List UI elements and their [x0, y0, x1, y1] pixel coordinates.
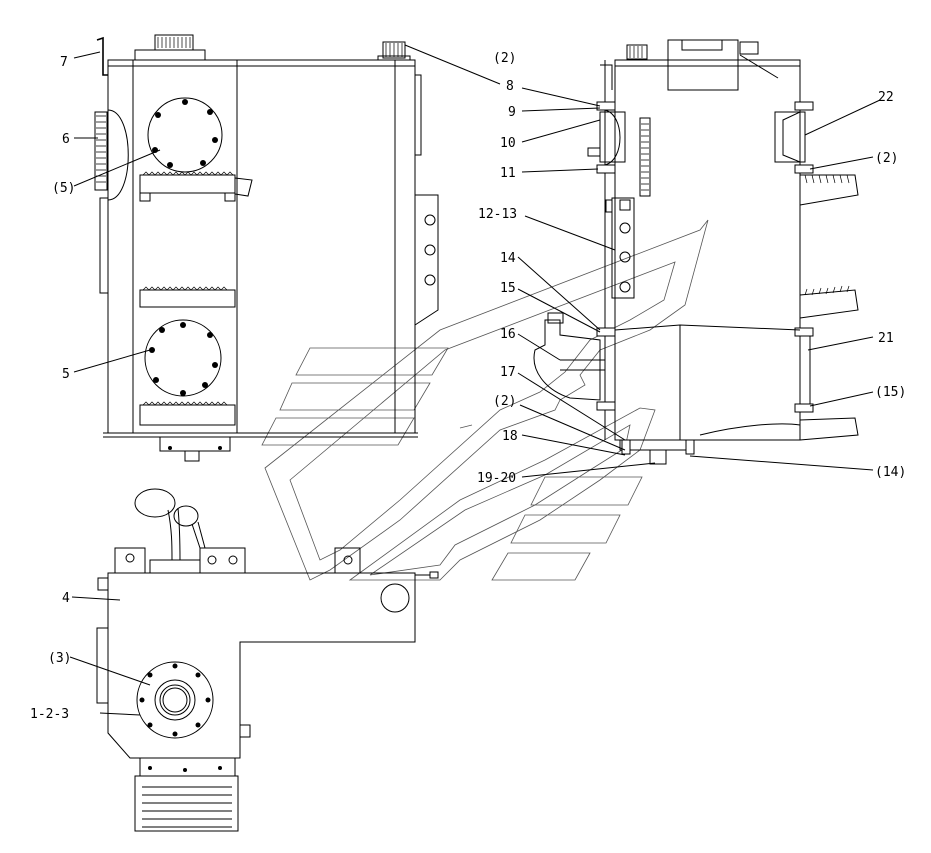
- label-2-ref-bottom: (2): [493, 394, 516, 409]
- label-2-ref-top: (2): [493, 51, 516, 66]
- label-6: 6: [62, 132, 70, 147]
- label-16: 16: [500, 327, 516, 342]
- label-7: 7: [60, 55, 68, 70]
- label-2-ref-right: (2): [875, 151, 898, 166]
- label-5: 5: [62, 367, 70, 382]
- label-11: 11: [500, 166, 516, 181]
- label-12-13: 12-13: [478, 207, 517, 222]
- label-14-ref: (14): [875, 465, 906, 480]
- callout-labels: 7 6 (5) 5 8 4 (3) 1-2-3 (2) 9 10 11 12-1…: [30, 51, 906, 722]
- label-3-ref: (3): [48, 651, 71, 666]
- label-5-ref: (5): [52, 181, 75, 196]
- label-8: 8: [506, 79, 514, 94]
- label-15-ref: (15): [875, 385, 906, 400]
- tank-side-section-view: [533, 39, 859, 465]
- label-9: 9: [508, 105, 516, 120]
- tank-plan-view: [96, 488, 439, 832]
- label-14: 14: [500, 251, 516, 266]
- tank-front-view: [94, 34, 439, 462]
- label-17: 17: [500, 365, 516, 380]
- label-10: 10: [500, 136, 516, 151]
- label-15: 15: [500, 281, 516, 296]
- label-1-2-3: 1-2-3: [30, 707, 69, 722]
- label-22: 22: [878, 90, 894, 105]
- label-4: 4: [62, 591, 70, 606]
- label-21: 21: [878, 331, 894, 346]
- label-19-20: 19-20: [477, 471, 516, 486]
- leader-lines: [69, 44, 881, 716]
- label-18: 18: [502, 429, 518, 444]
- watermark-logo: [261, 219, 709, 581]
